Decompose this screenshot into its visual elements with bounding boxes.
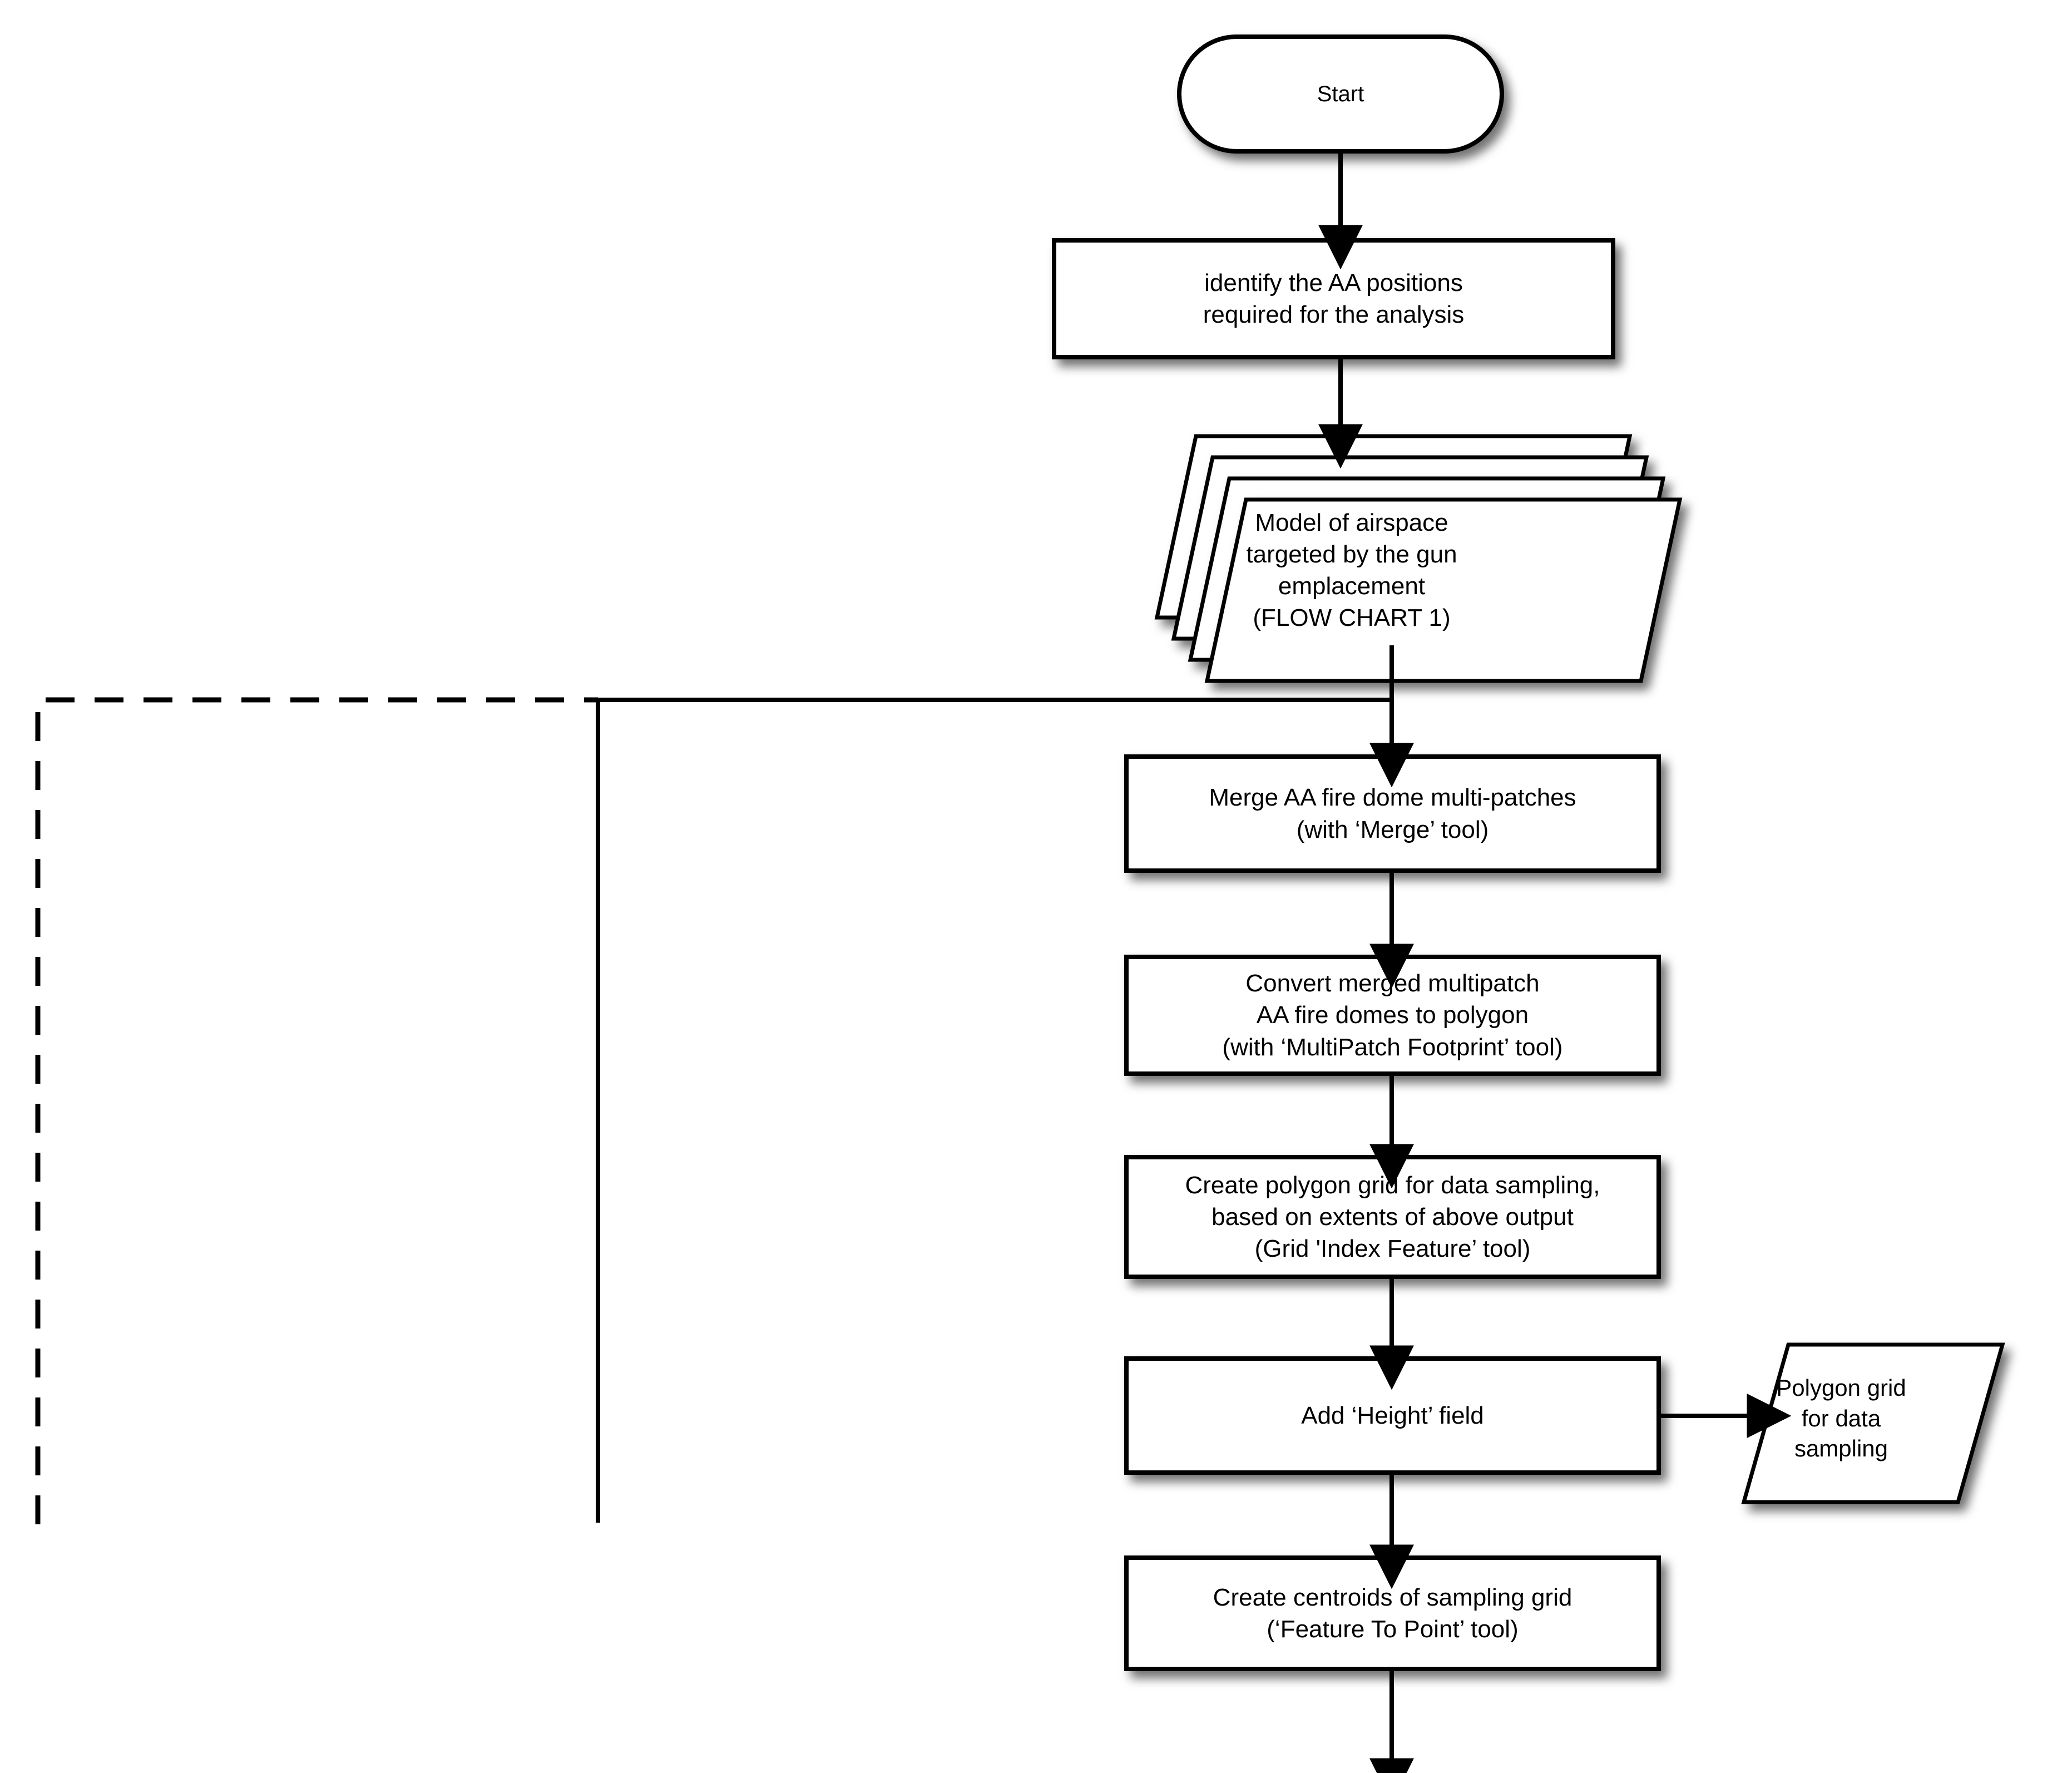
- node-merge-domes-shape[interactable]: [1124, 754, 1661, 873]
- node-add-height-field-shape[interactable]: [1124, 1356, 1661, 1475]
- node-polygon-grid-output-shape[interactable]: [1741, 1342, 2005, 1504]
- node-identify-positions-shape[interactable]: [1052, 238, 1615, 359]
- node-create-polygon-grid-shape[interactable]: [1124, 1155, 1661, 1279]
- node-start-shape[interactable]: [1177, 34, 1504, 154]
- connector-left-dashed-branch: [35, 697, 598, 1524]
- node-create-centroids-shape[interactable]: [1124, 1555, 1661, 1671]
- node-model-airspace-shape[interactable]: [1154, 434, 1683, 683]
- node-convert-multipatch-shape[interactable]: [1124, 955, 1661, 1076]
